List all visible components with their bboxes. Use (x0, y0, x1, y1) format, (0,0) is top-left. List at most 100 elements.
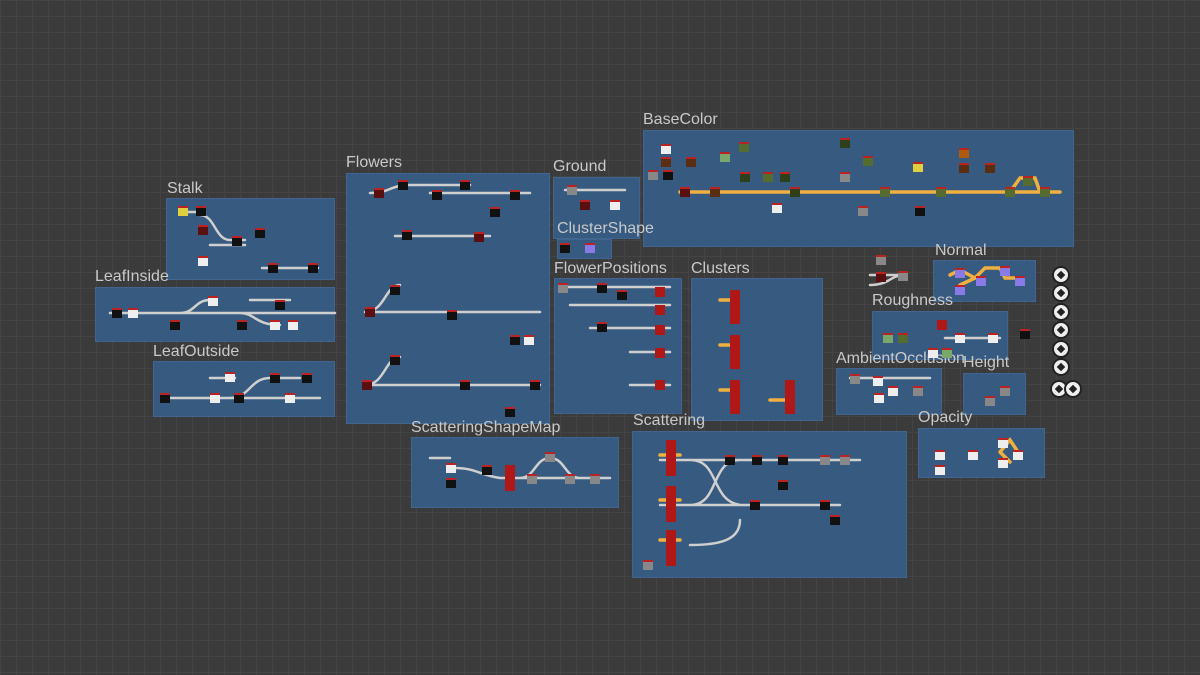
node[interactable] (725, 455, 735, 465)
node[interactable] (655, 380, 665, 390)
node[interactable] (942, 348, 952, 358)
node[interactable] (237, 320, 247, 330)
node[interactable] (208, 296, 218, 306)
node[interactable] (778, 455, 788, 465)
node[interactable] (590, 474, 600, 484)
node[interactable] (648, 170, 658, 180)
node[interactable] (710, 187, 720, 197)
node[interactable] (524, 335, 534, 345)
node[interactable] (955, 268, 965, 278)
node[interactable] (998, 438, 1008, 448)
node[interactable] (210, 393, 220, 403)
node[interactable] (565, 474, 575, 484)
output-node-icon[interactable] (1052, 266, 1070, 284)
node[interactable] (772, 203, 782, 213)
node[interactable] (858, 206, 868, 216)
node[interactable] (750, 500, 760, 510)
node[interactable] (976, 276, 986, 286)
output-node-icon[interactable] (1052, 284, 1070, 302)
node[interactable] (1015, 276, 1025, 286)
node[interactable] (655, 287, 665, 297)
node[interactable] (1040, 187, 1050, 197)
node[interactable] (888, 386, 898, 396)
node[interactable] (567, 185, 577, 195)
node[interactable] (840, 138, 850, 148)
node[interactable] (270, 320, 280, 330)
node[interactable] (655, 325, 665, 335)
node[interactable] (1013, 450, 1023, 460)
node[interactable] (666, 530, 676, 566)
node[interactable] (1000, 386, 1010, 396)
node[interactable] (275, 300, 285, 310)
node[interactable] (365, 307, 375, 317)
node[interactable] (225, 372, 235, 382)
node[interactable] (730, 335, 740, 369)
node[interactable] (432, 190, 442, 200)
node[interactable] (780, 172, 790, 182)
node[interactable] (778, 480, 788, 490)
node[interactable] (998, 458, 1008, 468)
node[interactable] (597, 283, 607, 293)
node[interactable] (959, 163, 969, 173)
node[interactable] (785, 380, 795, 414)
node[interactable] (661, 157, 671, 167)
node[interactable] (232, 236, 242, 246)
node[interactable] (874, 393, 884, 403)
node[interactable] (915, 206, 925, 216)
node[interactable] (898, 271, 908, 281)
node[interactable] (285, 393, 295, 403)
node[interactable] (160, 393, 170, 403)
node[interactable] (830, 515, 840, 525)
node[interactable] (268, 263, 278, 273)
node[interactable] (530, 380, 540, 390)
node[interactable] (460, 180, 470, 190)
node[interactable] (985, 396, 995, 406)
node[interactable] (510, 335, 520, 345)
node[interactable] (362, 380, 372, 390)
node[interactable] (655, 305, 665, 315)
node[interactable] (840, 172, 850, 182)
node[interactable] (178, 206, 188, 216)
node[interactable] (730, 290, 740, 324)
node[interactable] (720, 152, 730, 162)
node[interactable] (752, 455, 762, 465)
node[interactable] (560, 243, 570, 253)
node[interactable] (913, 162, 923, 172)
frame-height[interactable] (963, 373, 1026, 415)
node[interactable] (763, 172, 773, 182)
node[interactable] (580, 200, 590, 210)
node[interactable] (928, 348, 938, 358)
node[interactable] (1005, 187, 1015, 197)
node[interactable] (585, 243, 595, 253)
node[interactable] (850, 374, 860, 384)
node[interactable] (170, 320, 180, 330)
node[interactable] (474, 232, 484, 242)
node[interactable] (198, 225, 208, 235)
frame-flowers[interactable] (346, 173, 550, 424)
node[interactable] (655, 348, 665, 358)
node[interactable] (643, 560, 653, 570)
frame-scattering-shape-map[interactable] (411, 437, 619, 508)
node[interactable] (883, 333, 893, 343)
node[interactable] (288, 320, 298, 330)
node[interactable] (730, 380, 740, 414)
node[interactable] (510, 190, 520, 200)
node[interactable] (663, 170, 673, 180)
node[interactable] (490, 207, 500, 217)
node[interactable] (876, 255, 886, 265)
node[interactable] (128, 308, 138, 318)
node[interactable] (198, 256, 208, 266)
node[interactable] (402, 230, 412, 240)
node[interactable] (666, 440, 676, 476)
node[interactable] (446, 478, 456, 488)
node[interactable] (739, 142, 749, 152)
node[interactable] (1000, 266, 1010, 276)
node[interactable] (880, 187, 890, 197)
node[interactable] (447, 310, 457, 320)
node[interactable] (873, 376, 883, 386)
output-node-icon[interactable] (1052, 321, 1070, 339)
node[interactable] (545, 452, 555, 462)
node[interactable] (898, 333, 908, 343)
node[interactable] (935, 465, 945, 475)
node[interactable] (1023, 176, 1033, 186)
